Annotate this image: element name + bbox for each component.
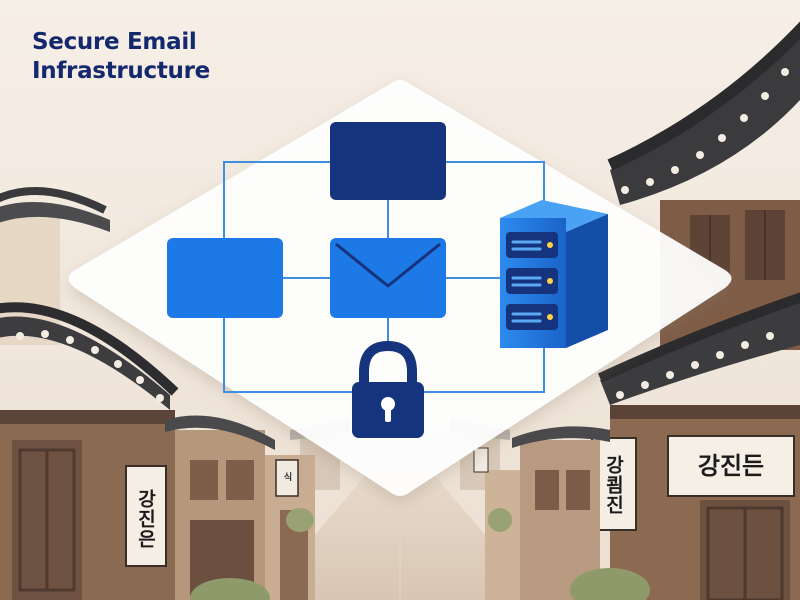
sign-text-middle: 강쾸진 xyxy=(602,455,625,515)
padlock-icon xyxy=(352,340,424,438)
sign-text-right: 강진든 xyxy=(697,452,765,480)
sign-board-left xyxy=(125,465,167,567)
page-title: Secure Email Infrastructure xyxy=(32,28,210,86)
document-icon xyxy=(330,122,446,200)
envelope-icon xyxy=(330,238,446,318)
sign-text-small: 식 xyxy=(281,472,292,482)
sign-board-right xyxy=(667,435,795,497)
server-icon xyxy=(500,200,608,348)
sign-board-small xyxy=(275,459,299,497)
title-line-2: Infrastructure xyxy=(32,58,210,84)
folder-icon xyxy=(167,238,283,318)
right-buildings xyxy=(473,21,800,600)
left-buildings xyxy=(0,187,315,600)
sign-text-left: 강진은 xyxy=(134,489,157,549)
title-line-1: Secure Email xyxy=(32,29,197,55)
